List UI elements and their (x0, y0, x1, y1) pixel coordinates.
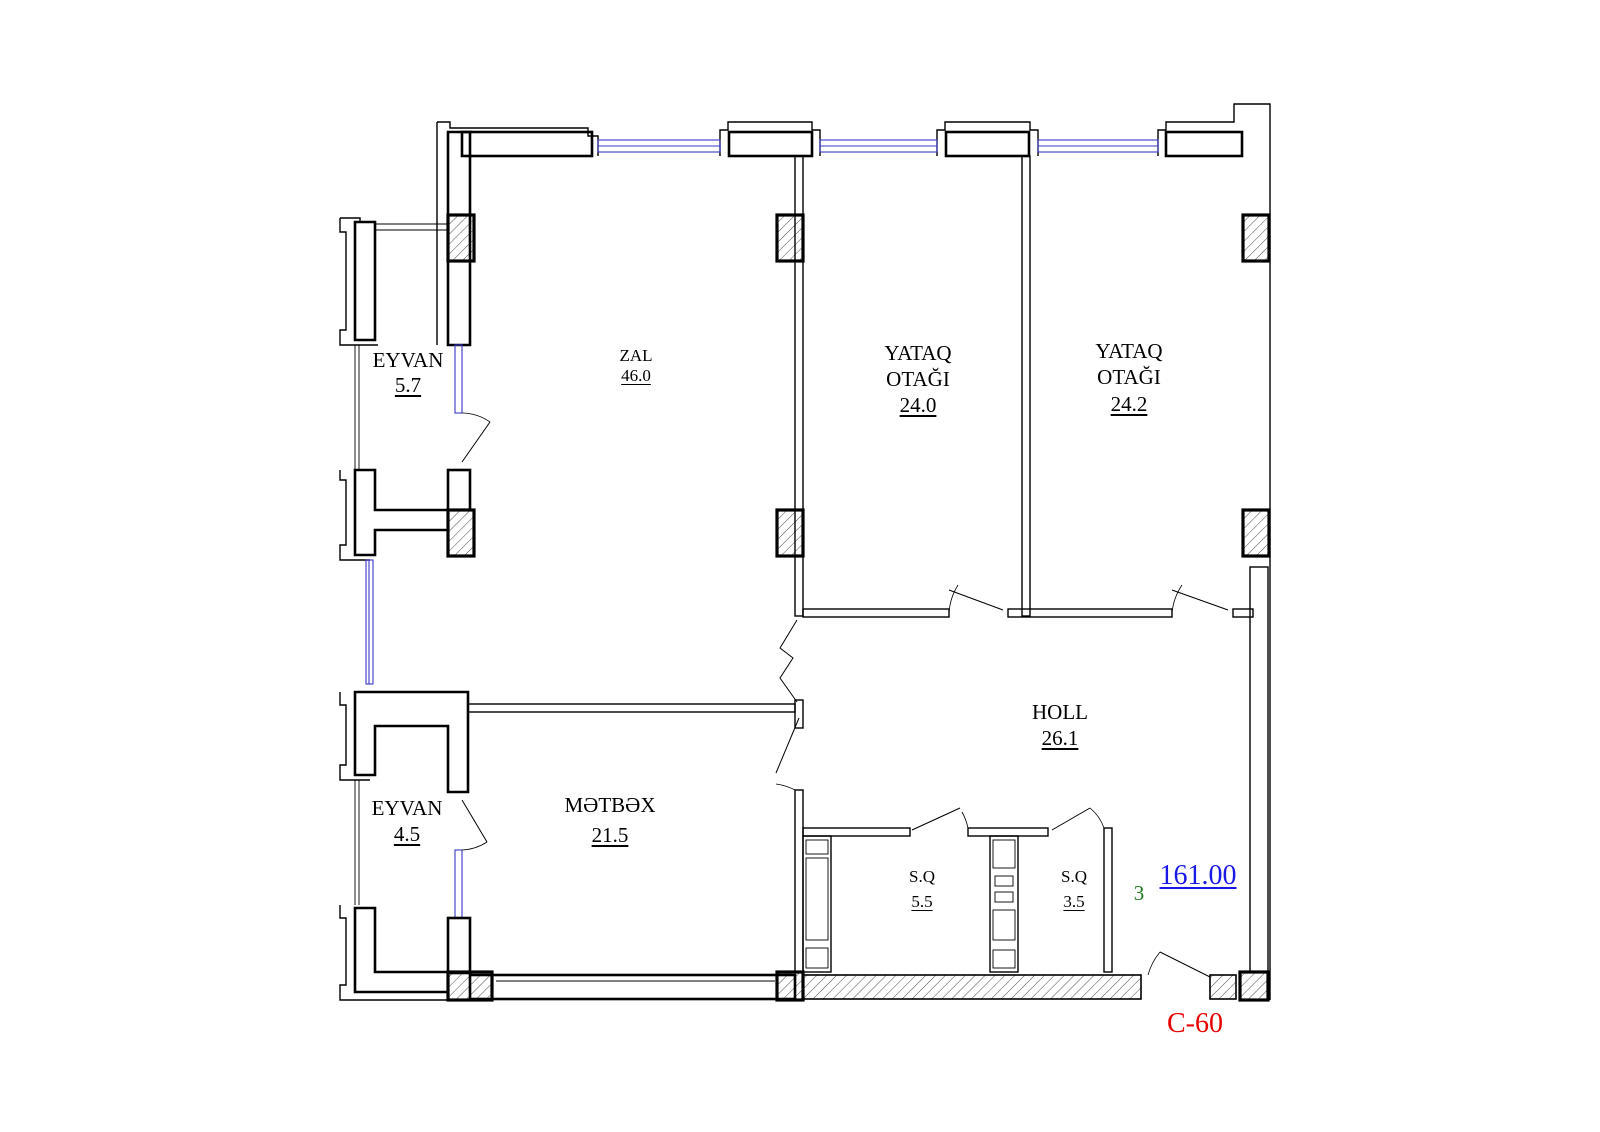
room-name-bath1: S.Q (909, 867, 935, 886)
balcony-bottom-walls (339, 690, 472, 1001)
columns (446, 213, 1271, 1002)
room-area-hall: 26.1 (1041, 726, 1079, 750)
room-area-balcony-top: 5.7 (394, 373, 422, 397)
room-area-bath2: 3.5 (1063, 892, 1085, 911)
room-name-zal: ZAL (619, 346, 653, 365)
balcony-top-walls (339, 217, 450, 685)
top-wall (437, 103, 1271, 1000)
room-name-hall: HOLL (1032, 700, 1088, 724)
top-windows (597, 139, 1159, 153)
room-name-kitchen: MƏTBƏX (564, 793, 656, 817)
bathroom-shafts (802, 835, 1019, 973)
room-name-bedroom1-line2: OTAĞI (886, 367, 950, 391)
room-name-bedroom2-line1: YATAQ (1095, 339, 1163, 363)
room-name-bedroom1-line1: YATAQ (884, 341, 952, 365)
interior-walls (467, 155, 1269, 973)
total-area: 161.00 (1159, 860, 1237, 891)
room-name-balcony-top: EYVAN (372, 348, 444, 372)
room-name-balcony-bottom: EYVAN (371, 796, 443, 820)
room-area-kitchen: 21.5 (591, 823, 629, 847)
floor-marker: 3 (1133, 881, 1145, 905)
room-area-bedroom2: 24.2 (1110, 392, 1148, 416)
room-area-bath1: 5.5 (911, 892, 933, 911)
unit-code: C-60 (1167, 1008, 1223, 1039)
room-name-bedroom2-line2: OTAĞI (1097, 365, 1161, 389)
left-wall (436, 122, 472, 512)
room-area-zal: 46.0 (621, 366, 651, 385)
room-area-bedroom1: 24.0 (899, 393, 937, 417)
room-area-balcony-bottom: 4.5 (393, 822, 421, 846)
room-name-bath2: S.Q (1061, 867, 1087, 886)
bottom-wall (468, 973, 1237, 1001)
doors (461, 412, 1229, 978)
